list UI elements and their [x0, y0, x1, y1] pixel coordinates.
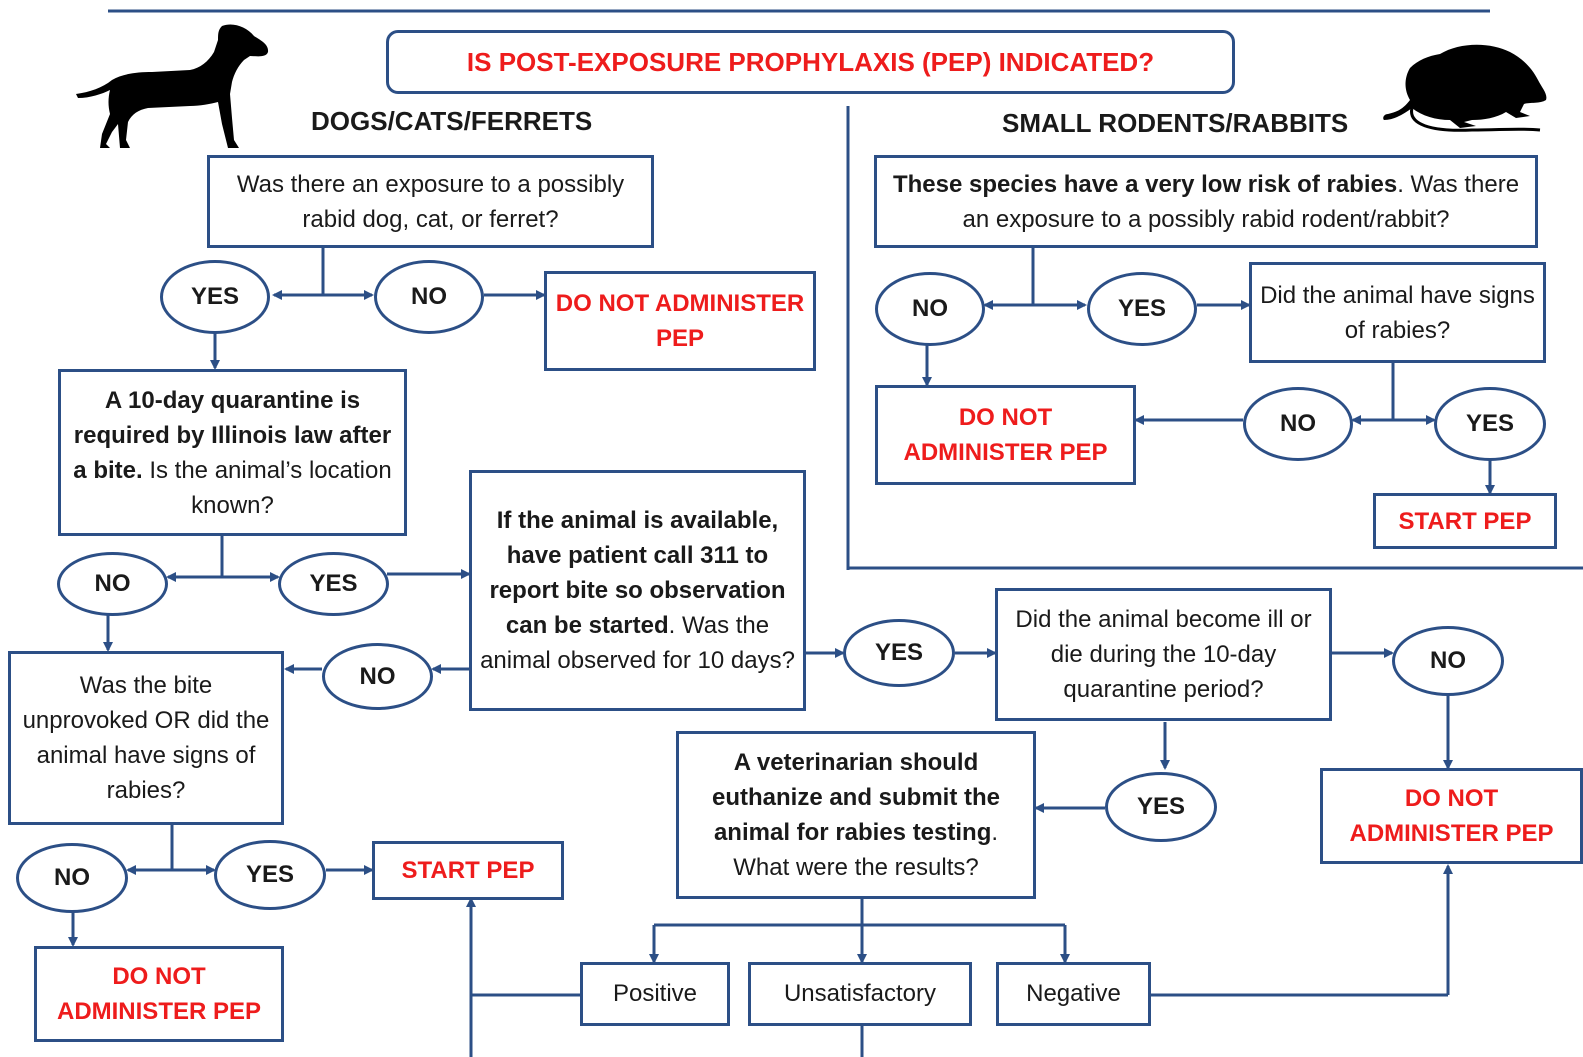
rodent-no-oval: NO — [875, 272, 985, 346]
do-not-administer-box-2: DO NOT ADMINISTER PEP — [34, 946, 284, 1042]
unprovoked-no-oval: NO — [16, 843, 128, 913]
vet-testing-rest: . What were the results? — [733, 819, 999, 881]
main-title: IS POST-EXPOSURE PROPHYLAXIS (PEP) INDIC… — [386, 30, 1235, 94]
quarantine-question-bold: A 10-day quarantine is required by Illin… — [73, 386, 392, 484]
result-positive-box: Positive — [580, 962, 730, 1026]
vet-testing-text: A veterinarian should euthanize and subm… — [687, 745, 1025, 885]
vet-testing-box: A veterinarian should euthanize and subm… — [676, 731, 1036, 899]
rodent-signs-question-box: Did the animal have signs of rabies? — [1249, 262, 1546, 363]
rodent-signs-no-oval: NO — [1243, 387, 1353, 461]
observe-question-rest: . Was the animal observed for 10 days? — [480, 612, 795, 674]
rodent-do-not-administer-box: DO NOT ADMINISTER PEP — [875, 385, 1136, 485]
result-unsatisfactory-box: Unsatisfactory — [748, 962, 972, 1026]
unprovoked-yes-oval: YES — [214, 840, 326, 910]
ill-question-box: Did the animal become ill or die during … — [995, 588, 1332, 721]
rodent-exposure-box: These species have a very low risk of ra… — [874, 155, 1538, 248]
rodent-yes-oval: YES — [1087, 272, 1197, 346]
rodent-start-pep-box: START PEP — [1373, 493, 1557, 549]
quarantine-question-text: A 10-day quarantine is required by Illin… — [69, 383, 396, 523]
rodent-signs-yes-oval: YES — [1434, 387, 1546, 461]
observe-question-text: If the animal is available, have patient… — [480, 503, 795, 678]
observed-yes-oval: YES — [843, 619, 955, 687]
rodent-exposure-bold: These species have a very low risk of ra… — [892, 170, 1398, 198]
exposure-question-box: Was there an exposure to a possibly rabi… — [207, 155, 654, 248]
rodent-exposure-rest: . Was there an exposure to a possibly ra… — [962, 170, 1520, 233]
rodent-exposure-text: These species have a very low risk of ra… — [885, 167, 1527, 237]
unprovoked-question-box: Was the bite unprovoked OR did the anima… — [8, 651, 284, 825]
left-section-heading: DOGS/CATS/FERRETS — [311, 106, 593, 136]
dog-silhouette-icon — [76, 24, 269, 148]
rat-silhouette-icon — [1383, 44, 1547, 132]
exposure-no-oval: NO — [374, 260, 484, 334]
observe-question-box: If the animal is available, have patient… — [469, 470, 806, 711]
ill-no-oval: NO — [1392, 626, 1504, 696]
observed-no-oval: NO — [322, 643, 433, 710]
do-not-administer-box-1: DO NOT ADMINISTER PEP — [544, 271, 816, 371]
location-no-oval: NO — [57, 552, 168, 616]
right-section-heading: SMALL RODENTS/RABBITS — [1002, 108, 1349, 138]
start-pep-box-1: START PEP — [372, 841, 564, 900]
do-not-administer-box-3: DO NOT ADMINISTER PEP — [1320, 768, 1583, 864]
observe-question-bold: If the animal is available, have patient… — [489, 507, 786, 639]
ill-yes-oval: YES — [1105, 772, 1217, 842]
location-yes-oval: YES — [278, 552, 389, 616]
quarantine-question-rest: Is the animal’s location known? — [142, 456, 392, 519]
quarantine-question-box: A 10-day quarantine is required by Illin… — [58, 369, 407, 536]
exposure-yes-oval: YES — [160, 260, 270, 334]
vet-testing-bold: A veterinarian should euthanize and subm… — [711, 749, 1001, 846]
result-negative-box: Negative — [996, 962, 1151, 1026]
